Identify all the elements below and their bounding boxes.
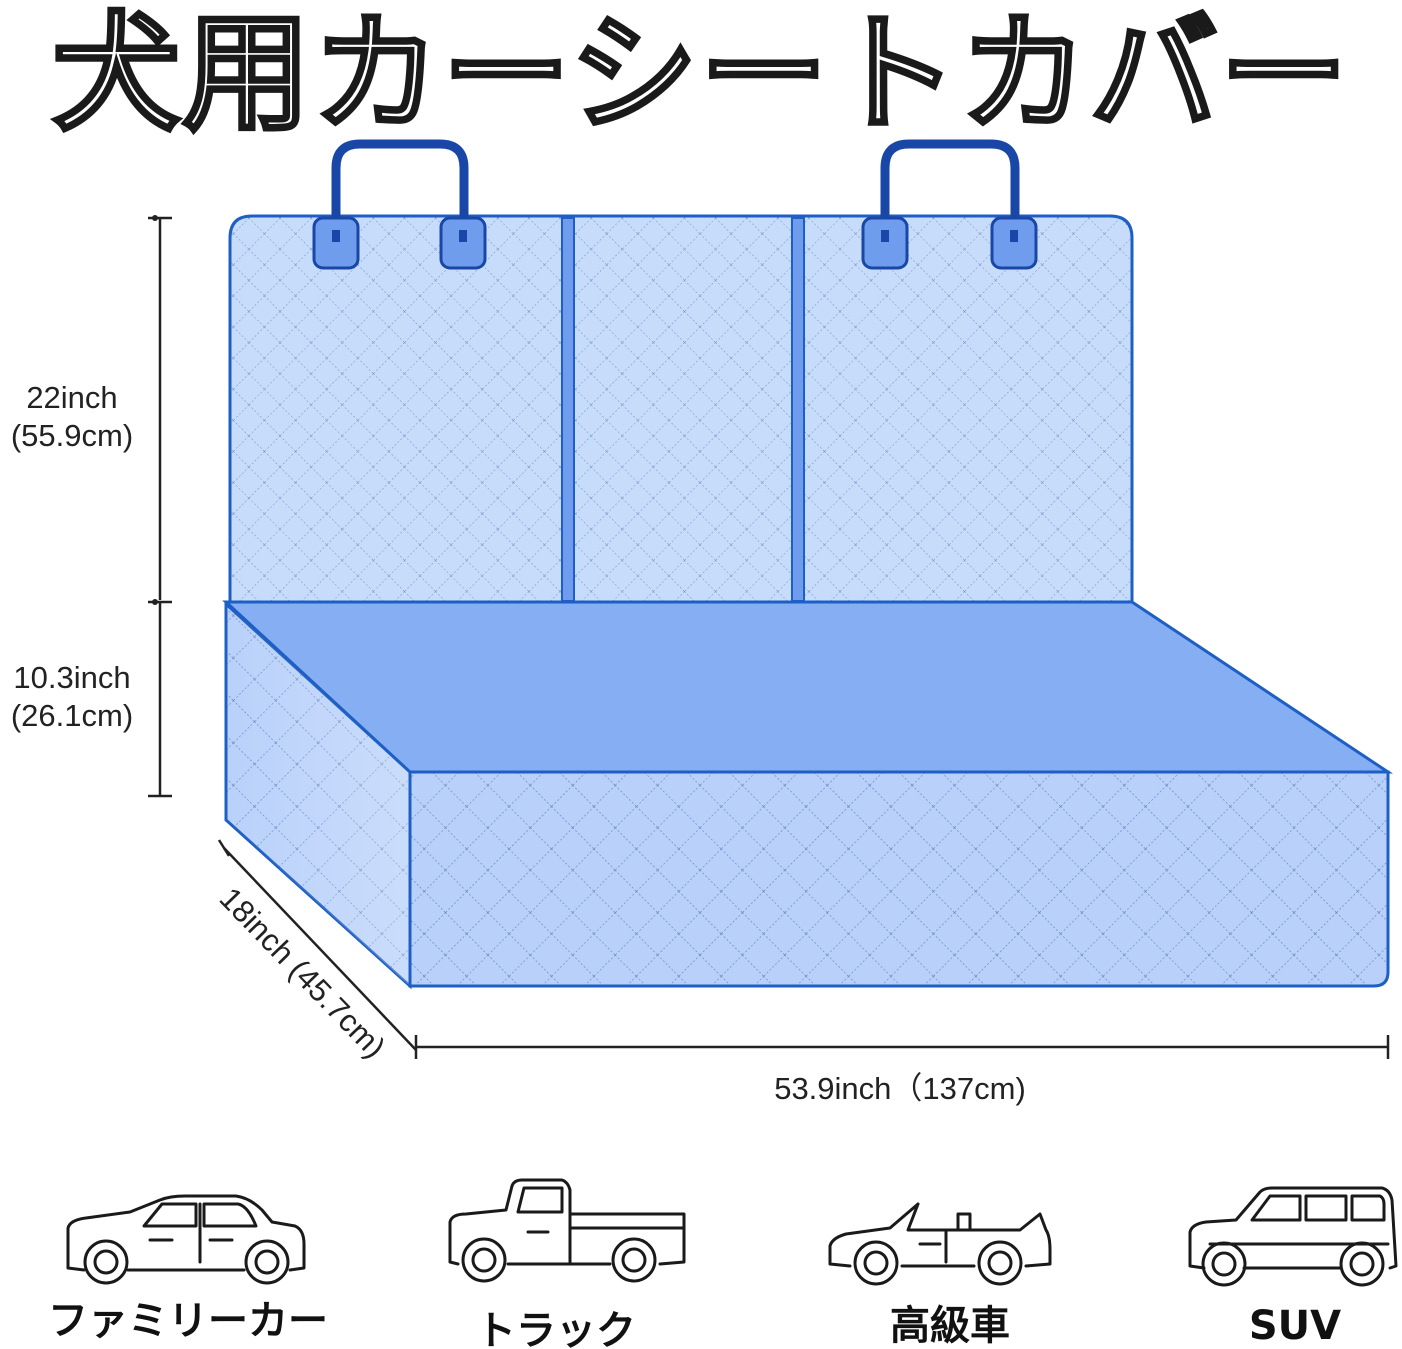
seat-height-inch: 10.3inch <box>13 660 130 695</box>
convertible-car-icon <box>828 1202 1052 1286</box>
vehicle-label-luxury-car: 高級車 <box>890 1303 1010 1349</box>
page-title: 犬用カーシートカバー <box>52 0 1349 149</box>
headrest-strap-right <box>861 139 1038 270</box>
strap-tab <box>990 216 1038 270</box>
seat-height-cm: (26.1cm) <box>11 698 133 733</box>
headrest-strap-left <box>312 139 487 270</box>
dimension-back-height: 22inch (55.9cm) <box>11 215 172 600</box>
backrest-seam-right <box>791 217 805 602</box>
strap-tab <box>439 216 487 270</box>
pickup-truck-icon <box>448 1178 686 1283</box>
vehicle-label-suv: SUV <box>1249 1303 1341 1349</box>
strap-tab <box>861 216 909 270</box>
backrest-seam-left <box>561 217 575 602</box>
backrest <box>228 214 1134 604</box>
back-height-inch: 22inch <box>26 380 117 415</box>
dimension-seat-height: 10.3inch (26.1cm) <box>11 599 172 798</box>
width-label: 53.9inch（137cm) <box>774 1071 1026 1106</box>
seat-front <box>408 770 1390 988</box>
back-height-cm: (55.9cm) <box>11 418 133 453</box>
vehicle-label-truck: トラック <box>476 1308 636 1349</box>
family-car-icon <box>66 1194 306 1285</box>
seat-top <box>222 600 1393 774</box>
strap-tab <box>312 216 360 270</box>
dimension-width: 53.9inch（137cm) <box>414 1035 1390 1106</box>
suv-icon <box>1188 1186 1398 1287</box>
seat-cushion <box>222 600 1393 990</box>
vehicle-label-family-car: ファミリーカー <box>48 1298 328 1344</box>
